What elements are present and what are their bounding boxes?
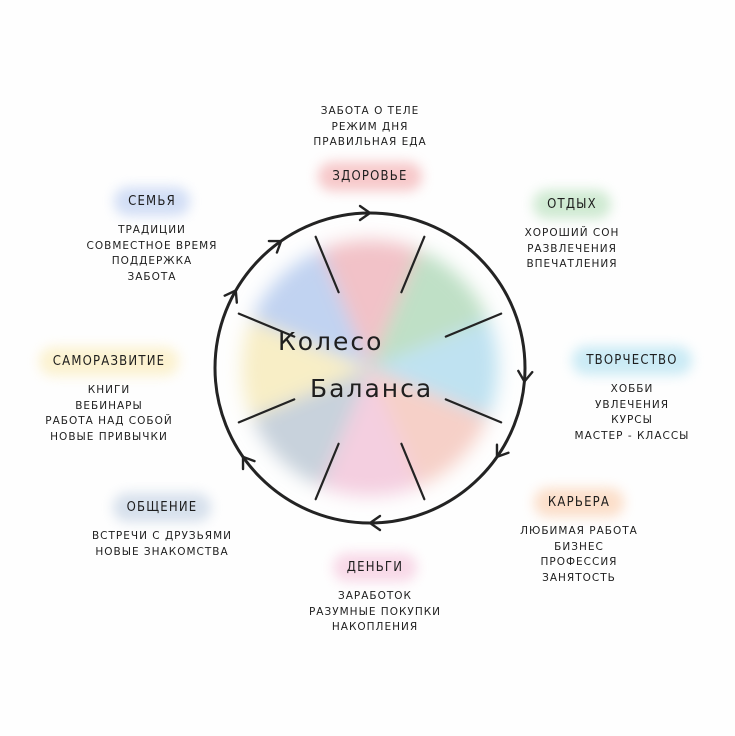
direction-arrow	[267, 239, 283, 254]
creativity-items: Хобби Увлечения Курсы Мастер - классы	[552, 382, 712, 444]
creativity-item: Увлечения	[594, 398, 669, 411]
wheel-spoke	[237, 398, 296, 424]
creativity-heading: Творчество	[578, 351, 685, 370]
direction-arrow	[241, 455, 256, 471]
direction-arrow	[223, 289, 239, 304]
rest-item: Хороший сон	[524, 227, 620, 239]
section-communication: Общение Встречи с друзьями Новые знакомс…	[62, 496, 262, 560]
direction-arrow	[517, 369, 534, 383]
wheel-segment-money	[321, 368, 419, 496]
wheel-spoke	[314, 235, 340, 294]
self-development-items: Книги Вебинары Работа над собой Новые пр…	[14, 383, 204, 445]
money-item: Разумные покупки	[308, 605, 442, 618]
health-item: Правильная еда	[313, 136, 427, 148]
direction-arrow	[358, 204, 372, 222]
creativity-item: Курсы	[611, 414, 653, 426]
family-item: Поддержка	[111, 255, 193, 267]
family-item: Забота	[127, 270, 177, 283]
wheel-spoke	[237, 312, 296, 338]
wheel-segment-self_development	[242, 319, 370, 417]
career-items: Любимая работа Бизнес Профессия Занятост…	[494, 524, 664, 586]
wheel-segment-career	[370, 368, 489, 487]
title-line-1: Колесо	[278, 327, 384, 356]
title-line-2: Баланса	[310, 374, 434, 403]
self-development-item: Книги	[87, 384, 131, 396]
wheel-segment-family	[251, 249, 370, 368]
wheel-spoke	[400, 235, 426, 294]
wheel-spoke	[444, 398, 503, 424]
section-rest: Отдых Хороший сон Развлечения Впечатлени…	[492, 193, 652, 273]
money-items: Заработок Разумные покупки Накопления	[280, 589, 470, 636]
family-item: Традиции	[118, 224, 186, 236]
communication-heading: Общение	[119, 498, 206, 517]
self-development-item: Новые привычки	[50, 430, 168, 443]
money-item: Накопления	[331, 621, 419, 633]
self-development-item: Вебинары	[75, 399, 143, 412]
wheel-segment-creativity	[370, 319, 499, 417]
health-item: Режим дня	[331, 120, 409, 133]
career-item: Профессия	[540, 556, 618, 568]
direction-arrow	[368, 514, 382, 532]
wheel-segment-health	[321, 240, 419, 368]
creativity-item: Мастер - классы	[574, 429, 690, 442]
wheel-spoke	[314, 442, 340, 501]
creativity-item: Хобби	[610, 383, 654, 395]
health-item: Забота о теле	[320, 105, 420, 117]
section-money: Деньги Заработок Разумные покупки Накопл…	[280, 556, 470, 636]
section-health: Забота о теле Режим дня Правильная еда З…	[280, 104, 460, 186]
communication-items: Встречи с друзьями Новые знакомства	[62, 529, 262, 560]
self-development-heading: Саморазвитие	[45, 352, 173, 371]
career-item: Любимая работа	[520, 525, 638, 537]
wheel-spoke	[444, 312, 503, 338]
career-heading: Карьера	[540, 493, 618, 512]
wheel-segment-communication	[251, 368, 370, 487]
section-family: Семья Традиции Совместное время Поддержк…	[62, 190, 242, 285]
rest-items: Хороший сон Развлечения Впечатления	[492, 226, 652, 273]
rest-item: Впечатления	[526, 258, 618, 270]
money-heading: Деньги	[339, 558, 411, 577]
family-item: Совместное время	[86, 239, 218, 252]
wheel-segment-rest	[370, 249, 489, 368]
career-item: Занятость	[542, 571, 616, 584]
section-self-development: Саморазвитие Книги Вебинары Работа над с…	[14, 350, 204, 445]
rest-heading: Отдых	[539, 195, 605, 214]
direction-arrow	[495, 443, 510, 459]
communication-item: Новые знакомства	[95, 545, 229, 558]
section-career: Карьера Любимая работа Бизнес Профессия …	[494, 491, 664, 586]
section-creativity: Творчество Хобби Увлечения Курсы Мастер …	[552, 349, 712, 444]
wheel-direction-arrows	[223, 204, 534, 532]
health-items: Забота о теле Режим дня Правильная еда	[280, 104, 460, 151]
rest-item: Развлечения	[527, 242, 617, 255]
wheel-spokes	[237, 235, 503, 501]
money-item: Заработок	[337, 590, 413, 602]
family-items: Традиции Совместное время Поддержка Забо…	[62, 223, 242, 285]
family-heading: Семья	[120, 192, 184, 211]
communication-item: Встречи с друзьями	[91, 530, 233, 542]
self-development-item: Работа над собой	[45, 415, 173, 427]
wheel-color-segments	[242, 240, 499, 496]
wheel-spoke	[400, 442, 426, 501]
career-item: Бизнес	[554, 540, 604, 553]
health-heading: Здоровье	[324, 167, 415, 186]
